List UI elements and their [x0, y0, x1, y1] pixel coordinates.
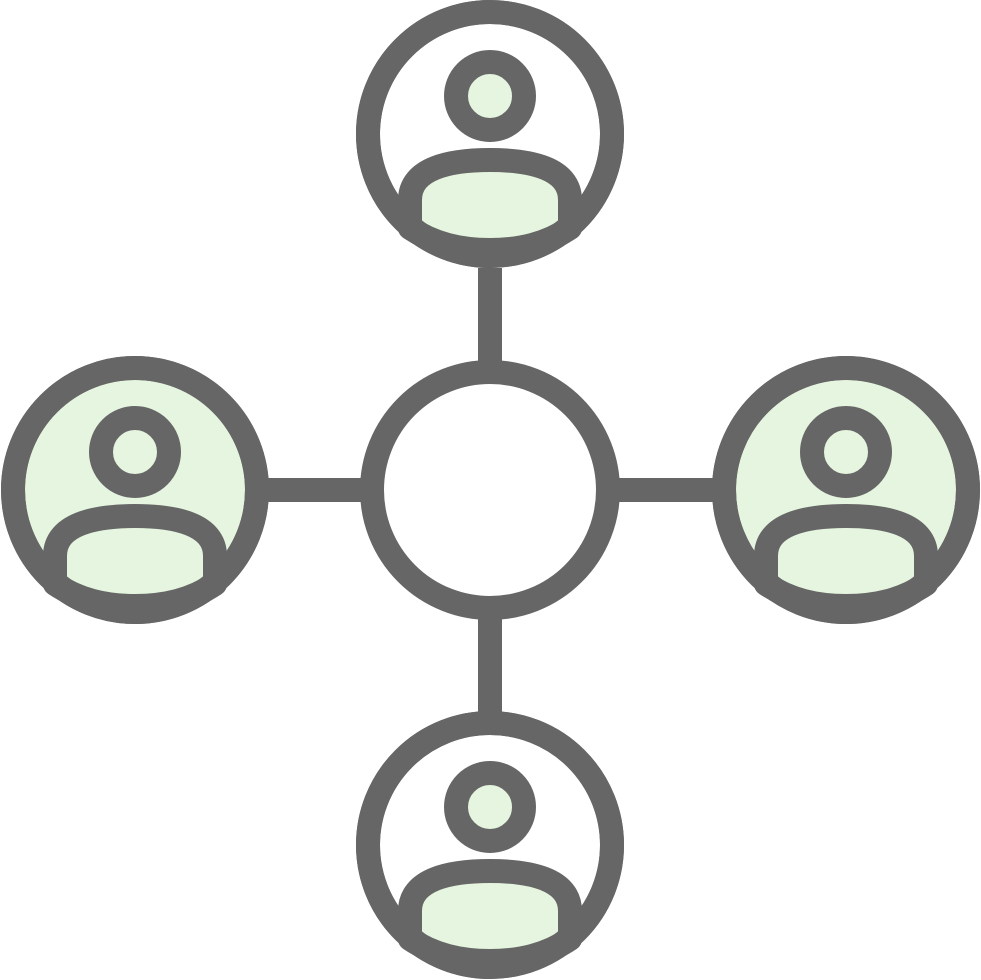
user-node-ring — [1, 356, 269, 624]
user-node-ring — [356, 0, 624, 268]
user-head-shape — [444, 50, 536, 142]
user-node-top-icon — [356, 0, 624, 268]
user-node-bottom-icon — [356, 711, 624, 979]
user-node-ring — [712, 356, 980, 624]
user-node-left-icon — [1, 356, 269, 624]
user-head-shape — [89, 406, 181, 498]
connector-lines — [264, 268, 716, 714]
user-node-right-icon — [712, 356, 980, 624]
user-head-shape — [444, 761, 536, 853]
user-head-shape — [800, 406, 892, 498]
hub-node-icon — [360, 360, 620, 620]
user-node-ring — [356, 711, 624, 979]
